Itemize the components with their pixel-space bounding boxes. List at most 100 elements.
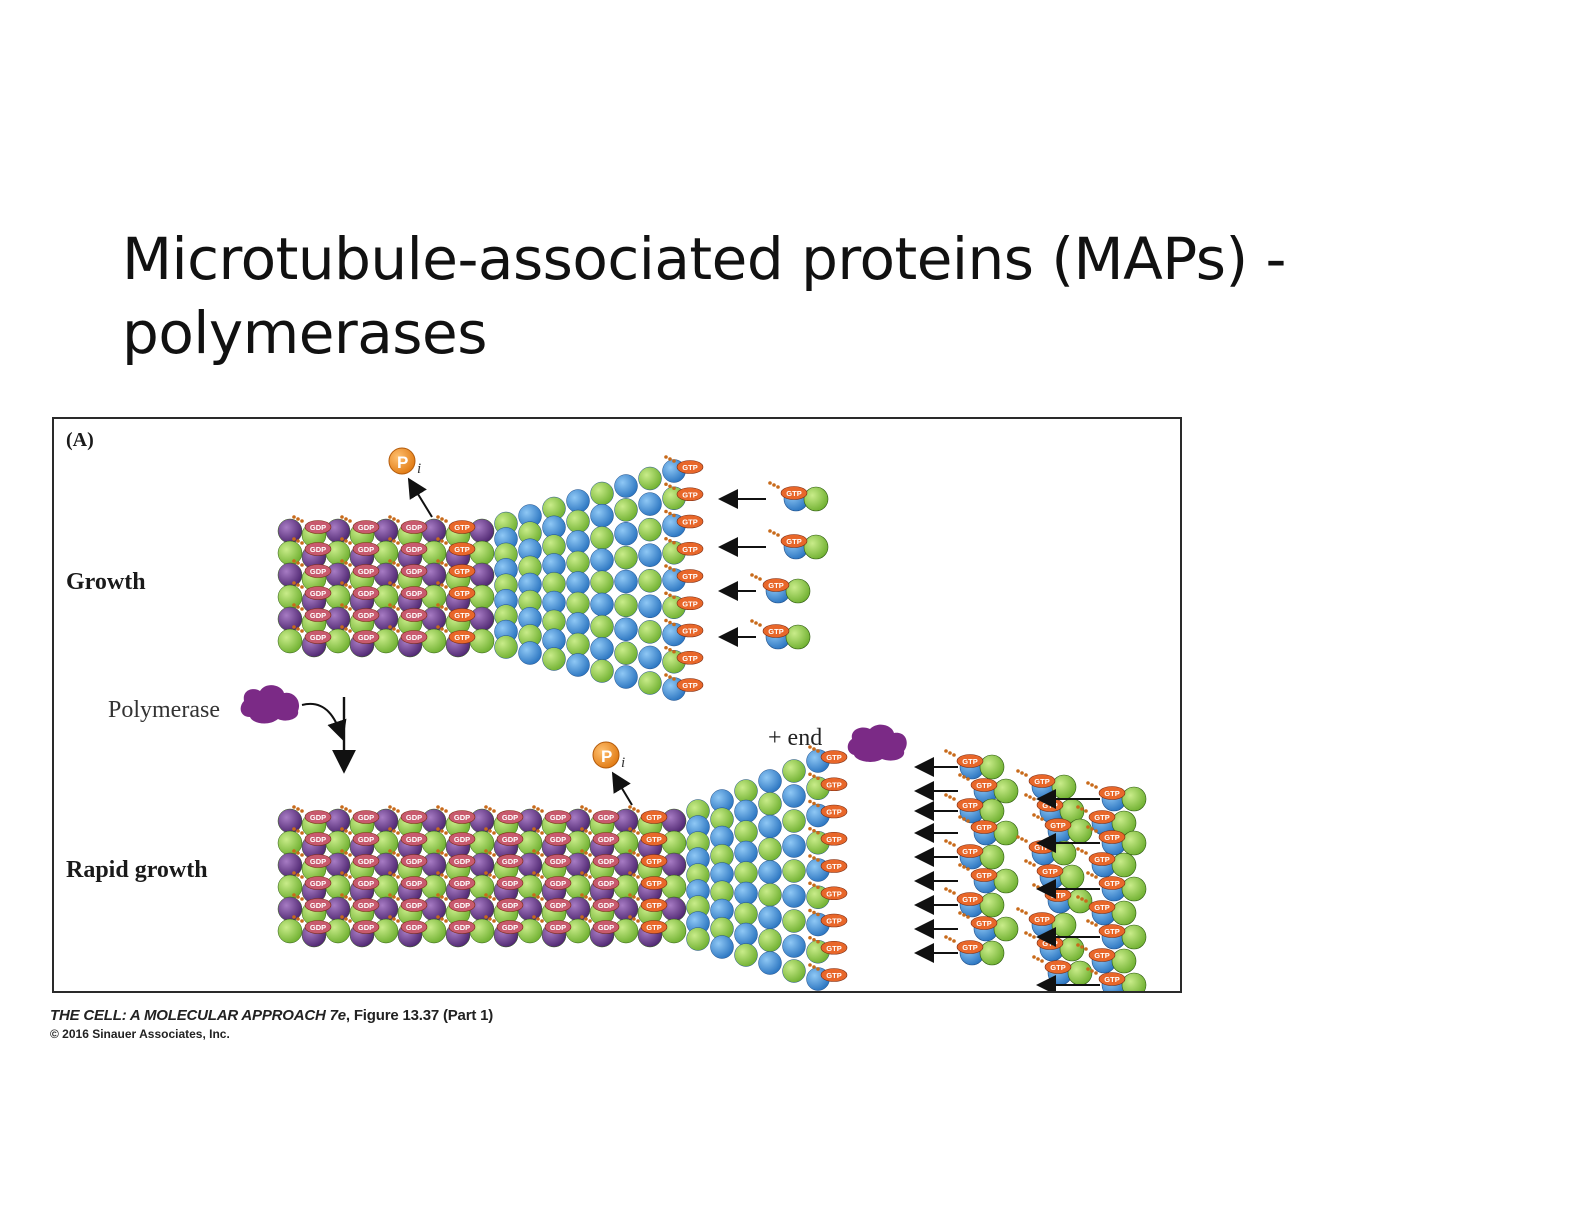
free-dimer-nucleotide: GTP bbox=[958, 911, 998, 930]
svg-text:GTP: GTP bbox=[1094, 951, 1109, 960]
rapid-subunit bbox=[277, 918, 303, 944]
growth-sheet-subunit bbox=[590, 503, 614, 528]
svg-text:GTP: GTP bbox=[976, 823, 991, 832]
rapid-sheet-subunit bbox=[782, 959, 806, 983]
svg-text:GDP: GDP bbox=[358, 901, 374, 910]
free-dimer-nucleotide: GTP bbox=[958, 815, 998, 834]
free-tubulin-dimer: GTP bbox=[958, 773, 1019, 804]
svg-text:GDP: GDP bbox=[406, 633, 422, 642]
svg-text:GDP: GDP bbox=[406, 923, 422, 932]
svg-text:GTP: GTP bbox=[826, 835, 841, 844]
rapid-sheet-subunit bbox=[734, 902, 758, 926]
svg-text:GTP: GTP bbox=[454, 633, 469, 642]
rapid-sheet-subunit bbox=[758, 860, 782, 884]
growth-subunit bbox=[469, 518, 495, 544]
rapid-sheet-subunit bbox=[782, 809, 806, 833]
rapid-subunit bbox=[373, 918, 399, 944]
growth-subunit bbox=[469, 606, 495, 632]
svg-text:GTP: GTP bbox=[1050, 963, 1065, 972]
rapid-nucleotide: GDP bbox=[532, 805, 572, 824]
svg-text:GTP: GTP bbox=[962, 847, 977, 856]
svg-text:GTP: GTP bbox=[826, 944, 841, 953]
rapid-subunit bbox=[661, 874, 687, 900]
growth-sheet-subunit bbox=[614, 498, 638, 522]
rapid-nucleotide: GDP bbox=[436, 893, 476, 912]
rapid-nucleotide: GDP bbox=[580, 893, 620, 912]
growth-sheet-subunit bbox=[638, 466, 662, 491]
rapid-tip-nucleotide: GTP bbox=[808, 799, 848, 819]
rapid-tip-nucleotide: GTP bbox=[808, 772, 848, 792]
rapid-subunit bbox=[661, 918, 687, 944]
free-dimer-nucleotide: GTP bbox=[1076, 943, 1116, 962]
svg-text:GTP: GTP bbox=[454, 567, 469, 576]
svg-text:GTP: GTP bbox=[454, 523, 469, 532]
growth-sheet-subunit bbox=[614, 545, 638, 570]
free-tubulin-dimer: GTP bbox=[768, 481, 829, 512]
svg-text:GDP: GDP bbox=[502, 901, 518, 910]
rapid-sheet-subunit bbox=[782, 909, 806, 933]
growth-nucleotide: GTP bbox=[436, 559, 476, 578]
growth-sheet-subunit bbox=[518, 641, 542, 665]
svg-text:GDP: GDP bbox=[502, 857, 518, 866]
free-tubulin-dimer: GTP bbox=[944, 793, 1005, 824]
growth-subunit bbox=[373, 628, 399, 654]
free-dimer-nucleotide: GTP bbox=[1086, 781, 1126, 800]
growth-sheet-subunit bbox=[614, 641, 638, 665]
rapid-sheet-subunit bbox=[758, 928, 782, 952]
svg-text:GDP: GDP bbox=[358, 813, 374, 822]
caption-figure-ref: , Figure 13.37 (Part 1) bbox=[345, 1007, 494, 1024]
free-tubulin-dimer: GTP bbox=[1086, 967, 1147, 991]
rapid-sheet-subunit bbox=[758, 883, 782, 907]
svg-text:GTP: GTP bbox=[768, 627, 783, 636]
svg-text:GDP: GDP bbox=[310, 523, 326, 532]
rapid-sheet-subunit bbox=[782, 859, 806, 883]
svg-text:GDP: GDP bbox=[406, 523, 422, 532]
rapid-nucleotide: GDP bbox=[388, 915, 428, 934]
rapid-sheet-subunit bbox=[734, 922, 758, 947]
growth-sheet-subunit bbox=[638, 569, 662, 593]
svg-text:GTP: GTP bbox=[646, 923, 661, 932]
growth-nucleotide: GTP bbox=[436, 625, 476, 644]
rapid-tip-nucleotide: GTP bbox=[808, 881, 848, 901]
rapid-tip-nucleotide: GTP bbox=[808, 935, 848, 955]
svg-text:GDP: GDP bbox=[406, 857, 422, 866]
rapid-nucleotide: GDP bbox=[292, 915, 332, 934]
free-dimer-nucleotide: GTP bbox=[1076, 805, 1116, 824]
free-dimer-nucleotide: GTP bbox=[958, 863, 998, 882]
svg-text:GDP: GDP bbox=[598, 835, 614, 844]
free-tubulin-dimer: GTP bbox=[1032, 955, 1093, 986]
growth-nucleotide: GDP bbox=[340, 559, 380, 578]
svg-text:GTP: GTP bbox=[682, 545, 697, 554]
rapid-nucleotide: GDP bbox=[292, 849, 332, 868]
growth-sheet-subunit bbox=[638, 543, 662, 567]
growth-nucleotide: GDP bbox=[388, 603, 428, 622]
growth-sheet-subunit bbox=[614, 569, 638, 594]
rapid-nucleotide: GDP bbox=[340, 893, 380, 912]
rapid-subunit bbox=[661, 830, 687, 856]
svg-text:GTP: GTP bbox=[646, 835, 661, 844]
phosphate-subscript-top: i bbox=[417, 461, 421, 477]
rapid-sheet-subunit bbox=[758, 814, 782, 839]
free-dimer-nucleotide: GTP bbox=[750, 573, 790, 592]
svg-text:GTP: GTP bbox=[1050, 891, 1065, 900]
figure-caption: THE CELL: A MOLECULAR APPROACH 7e, Figur… bbox=[50, 1007, 493, 1041]
polymerase-label: Polymerase bbox=[108, 697, 220, 723]
free-dimer-nucleotide: GTP bbox=[1016, 835, 1056, 854]
free-tubulin-dimer: GTP bbox=[944, 935, 1005, 966]
svg-text:GDP: GDP bbox=[454, 857, 470, 866]
rapid-subunit bbox=[517, 918, 543, 944]
svg-text:GDP: GDP bbox=[310, 857, 326, 866]
svg-text:GDP: GDP bbox=[310, 813, 326, 822]
svg-text:GTP: GTP bbox=[826, 753, 841, 762]
growth-nucleotide: GDP bbox=[292, 537, 332, 556]
rapid-sheet-subunit bbox=[734, 943, 758, 967]
svg-text:GDP: GDP bbox=[310, 923, 326, 932]
growth-sheet-subunit bbox=[566, 653, 590, 677]
svg-text:GTP: GTP bbox=[682, 463, 697, 472]
svg-text:GTP: GTP bbox=[826, 971, 841, 980]
svg-text:GDP: GDP bbox=[598, 813, 614, 822]
rapid-sheet-subunit bbox=[734, 799, 758, 824]
svg-text:GTP: GTP bbox=[646, 879, 661, 888]
svg-text:GDP: GDP bbox=[406, 901, 422, 910]
rapid-nucleotide: GDP bbox=[436, 849, 476, 868]
